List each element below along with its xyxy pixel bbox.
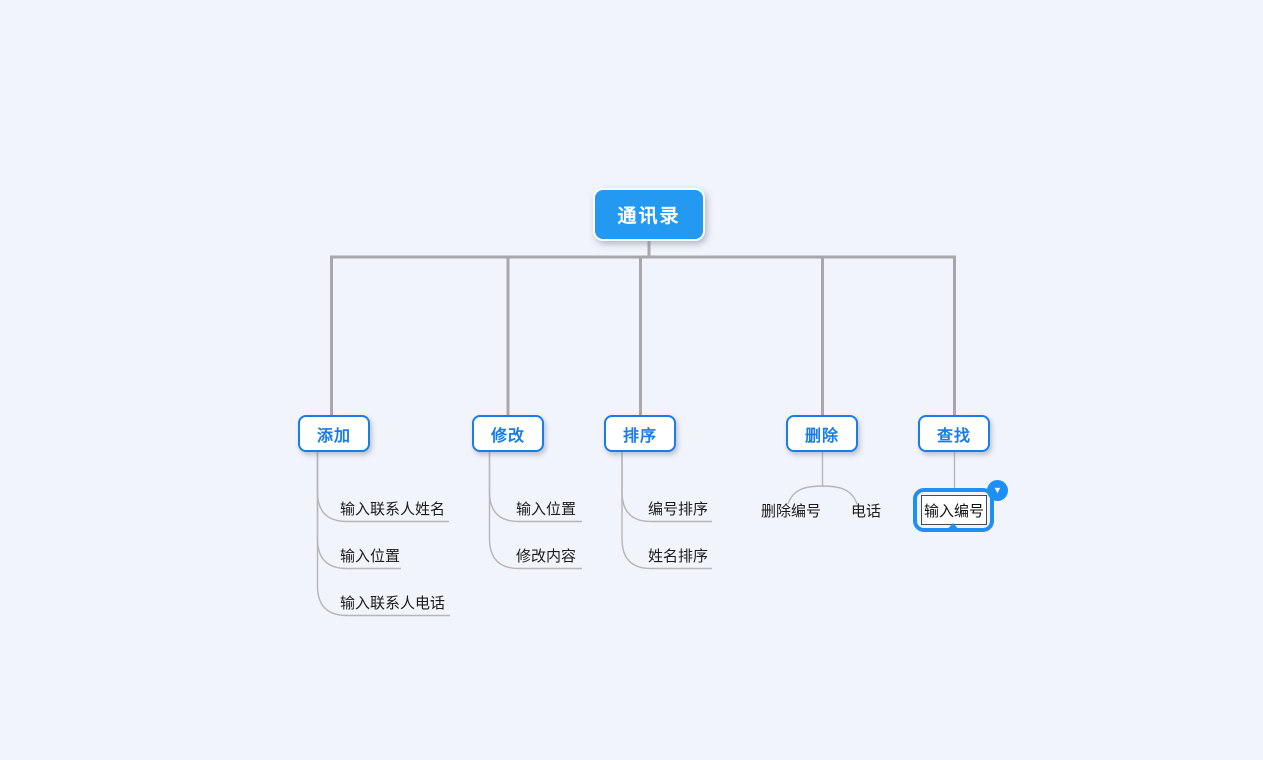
leaf-sort-by-name[interactable]: 姓名排序 (648, 548, 709, 565)
connector-leaf-arch (787, 485, 858, 505)
selected-node-label: 输入编号 (923, 502, 984, 520)
root-node-label: 通讯录 (617, 206, 681, 227)
collapse-toggle-button[interactable]: ▼ (987, 480, 1008, 501)
branch-node-find[interactable]: 查找 (918, 415, 990, 452)
leaf-enter-position[interactable]: 输入位置 (340, 548, 401, 565)
connector-leaf (488, 452, 582, 570)
expand-handle-icon[interactable] (945, 523, 961, 532)
branch-node-label: 排序 (622, 427, 657, 445)
connector-leaf (621, 452, 712, 570)
connector-leaf (316, 452, 450, 617)
chevron-down-icon: ▼ (993, 485, 1002, 495)
leaf-sort-by-number[interactable]: 编号排序 (648, 501, 709, 518)
branch-node-sort[interactable]: 排序 (604, 415, 676, 452)
branch-node-label: 查找 (936, 427, 971, 445)
branch-node-modify[interactable]: 修改 (472, 415, 544, 452)
branch-node-label: 添加 (316, 427, 351, 445)
branch-node-label: 删除 (804, 427, 839, 445)
selected-node-enter-number[interactable]: 输入编号 (921, 495, 987, 525)
leaf-delete-number[interactable]: 删除编号 (761, 503, 822, 520)
leaf-phone[interactable]: 电话 (851, 503, 882, 520)
root-node[interactable]: 通讯录 (593, 188, 705, 241)
leaf-modify-content[interactable]: 修改内容 (516, 548, 577, 565)
leaf-enter-contact-name[interactable]: 输入联系人姓名 (340, 501, 446, 518)
leaf-modify-enter-position[interactable]: 输入位置 (516, 501, 577, 518)
branch-node-delete[interactable]: 删除 (786, 415, 858, 452)
branch-node-label: 修改 (490, 427, 525, 445)
leaf-enter-contact-phone[interactable]: 输入联系人电话 (340, 595, 446, 612)
branch-node-add[interactable]: 添加 (298, 415, 370, 452)
